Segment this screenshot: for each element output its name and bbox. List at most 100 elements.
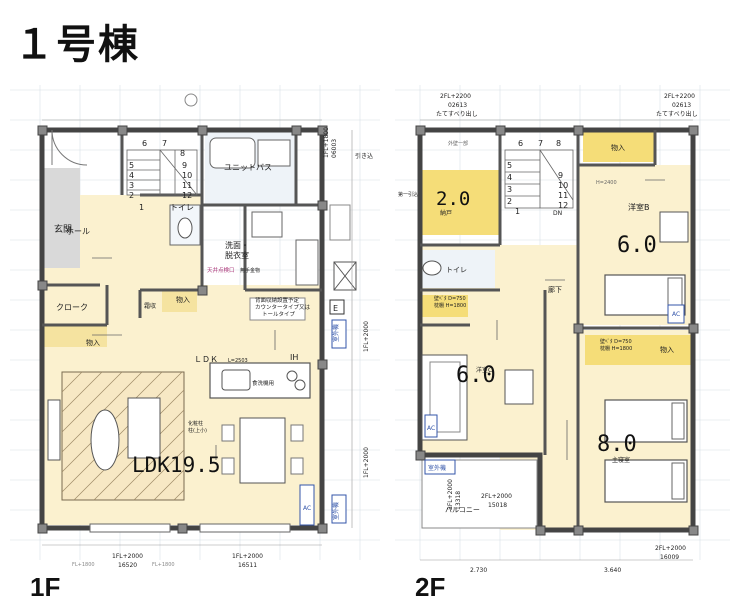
f1-counter-note: 背面収納設置予定 (255, 296, 300, 304)
f2-stair-step: 11 (558, 191, 568, 200)
f2-outdoor-unit: 室外機 (428, 464, 446, 472)
f2-corridor-label: 廊下 (548, 285, 562, 294)
f2-wall-note4: 枕棚 H=1800 (600, 345, 632, 352)
f2-bedroom-a-size: 2.0 (436, 188, 470, 210)
f1-fl-low: FL+1800 (152, 562, 175, 568)
f1-outdoor-unit2: 室外機 (332, 502, 340, 520)
f1-washroom-label: 洗面・ (225, 240, 249, 250)
f1-ac-label: AC (303, 505, 311, 512)
f1-fl-bottom1: 1FL+2000 (112, 553, 143, 560)
f1-closet-label: クローク (56, 303, 88, 312)
f1-stair-step: 1 (139, 203, 144, 212)
f2-fl-top-left-code: 02613 (448, 102, 467, 109)
f1-fl-left: FL+1800 (72, 562, 95, 568)
f2-fl-top-left: 2FL+2200 (440, 93, 471, 100)
f1-fl-bottom1-code: 16520 (118, 562, 137, 569)
f1-shelf2: 柱(上小) (188, 427, 207, 434)
floor-plan-1f (10, 85, 380, 560)
floor-label-2f: 2F (415, 572, 446, 602)
f2-storage-top-label: 物入 (611, 143, 625, 152)
f1-stair-step: 6 (142, 139, 147, 148)
floor-label-1f: 1F (30, 572, 61, 602)
f2-sliding-right: たてすべり出し (656, 110, 698, 118)
f2-dn-label: DN (553, 210, 562, 217)
f2-wall-note1: 壁ﾍﾞﾀ D=750 (434, 295, 466, 302)
f2-sliding-left: たてすべり出し (436, 110, 478, 118)
f2-western-b-label: 洋室B (628, 202, 650, 212)
f1-toilet-label: トイレ (170, 203, 194, 212)
f2-stair-step: 5 (507, 161, 512, 170)
f2-stair-step: 3 (507, 185, 512, 194)
f1-stair-step: 11 (182, 181, 192, 190)
f1-fl-right2: 1FL+2000 (363, 447, 370, 478)
f2-stair-step: 10 (558, 181, 568, 190)
f2-stair-step: 1 (515, 207, 520, 216)
f1-stair-step: 4 (129, 171, 134, 180)
f1-kitchen-note: 食洗機用 (252, 379, 274, 387)
f1-fl-bottom2-code: 16511 (238, 562, 257, 569)
f1-soki-label: 霜収 (144, 303, 156, 310)
f2-dim-right: 3.640 (604, 567, 621, 574)
f1-stair-step: 5 (129, 161, 134, 170)
f1-bath-label: ユニットバス (224, 163, 272, 172)
f2-fl-top-right-code: 02613 (672, 102, 691, 109)
f1-counter-type2: トールタイプ (262, 310, 296, 318)
floor-plan-2f (395, 85, 730, 561)
page-title: １号棟 (14, 22, 140, 68)
f2-stair-step: 7 (538, 139, 543, 148)
f1-ih-label: IH (290, 353, 298, 362)
f2-stair-step: 4 (507, 173, 512, 182)
f2-fl-balcony: 2FL+2000 (481, 493, 512, 500)
f2-main-bedroom-label: 主寝室 (612, 456, 630, 464)
f1-stair-step: 2 (129, 191, 134, 200)
f2-fl-bottom: 2FL+2000 (655, 545, 686, 552)
f1-stair-step: 10 (182, 171, 192, 180)
f1-outdoor-unit: 室外機 (332, 324, 340, 342)
f2-western-c-name: 洋室C (476, 366, 492, 374)
f2-western-b-size: 6.0 (617, 233, 657, 258)
f2-outdoor-top: 外壁一部 (448, 140, 468, 147)
f2-stair-step: 8 (556, 139, 561, 148)
f2-stair-step: 6 (518, 139, 523, 148)
f1-stair-step: 7 (162, 139, 167, 148)
f1-eco-label: E (333, 304, 338, 313)
f1-ldk-area: L=2503 (228, 358, 248, 364)
f2-fl-side-code: 13318 (455, 491, 462, 510)
f2-fl-top-right: 2FL+2200 (664, 93, 695, 100)
f2-wall-note3: 壁ﾍﾞﾀ D=750 (600, 338, 632, 345)
f1-ceiling-hatch: 天井点検口 (207, 266, 235, 274)
f2-ac2-label: AC (427, 425, 435, 432)
f2-fl-side: 2FL+2000 (447, 479, 454, 510)
f1-stair-step: 8 (180, 149, 185, 158)
f1-hall-label: ホール (66, 227, 90, 236)
f1-shelf: 化粧柱 (188, 420, 203, 427)
f2-dim-left: 2.730 (470, 567, 487, 574)
f2-ac1-label: AC (672, 311, 680, 318)
f2-balcony-label: バルコニー (445, 506, 480, 514)
f1-dressing-label: 脱衣室 (225, 250, 249, 260)
f1-counter-type: カウンタータイプ又は (255, 303, 311, 311)
f1-fl-bottom2: 1FL+2000 (232, 553, 263, 560)
f2-western-c-size: 6.0 (456, 363, 496, 388)
f2-fl-bottom-code: 16009 (660, 554, 679, 561)
f1-fl-right: 1FL+2000 (363, 321, 370, 352)
f1-bath-note: 無手金物 (240, 267, 260, 274)
f2-storage-mid-label: 物入 (660, 345, 674, 354)
f2-stair-step: 9 (558, 171, 563, 180)
f1-fl-top: 1FL+1800 (323, 127, 330, 158)
f1-stair-step: 3 (129, 181, 134, 190)
f1-entrance-label: 玄関 (54, 223, 72, 235)
f1-storage1-label: 物入 (86, 338, 100, 347)
f2-bedroom-a-name: 納戸 (440, 209, 452, 217)
f1-pull-door: 引き込 (355, 152, 373, 160)
f1-fl-top-code: 06003 (331, 139, 338, 158)
f2-main-bedroom-size: 8.0 (597, 432, 637, 457)
f2-hanger: H=2400 (596, 180, 617, 186)
f1-storage2-label: 物入 (176, 295, 190, 304)
f1-ldk-label: ＬＤＫ (194, 355, 218, 364)
f2-wall-note2: 枕棚 H=1800 (434, 302, 466, 309)
f2-fl-balcony-code: 15018 (488, 502, 507, 509)
f1-stair-step: 9 (182, 161, 187, 170)
f2-toilet-label: トイレ (446, 266, 467, 274)
